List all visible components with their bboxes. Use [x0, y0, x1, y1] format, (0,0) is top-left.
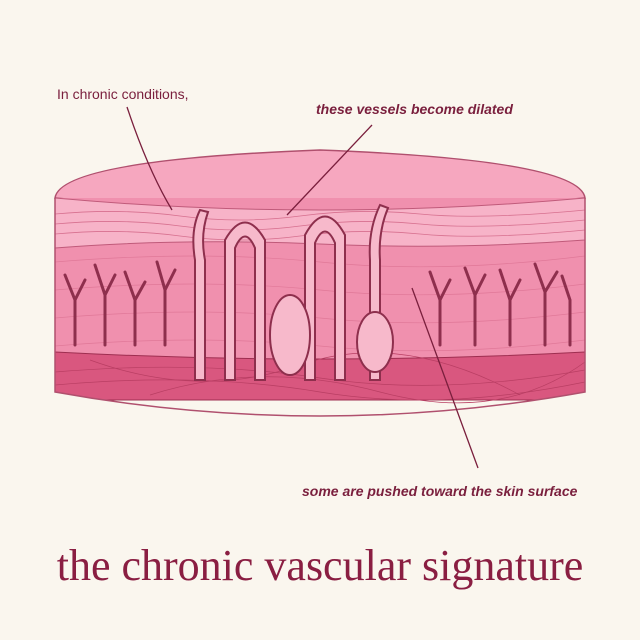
diagram-title: the chronic vascular signature — [56, 541, 584, 590]
annotation-chronic-conditions: In chronic conditions, — [57, 86, 189, 102]
leader-line-chronic — [126, 106, 173, 211]
dilated-vessel-2 — [304, 215, 346, 381]
capillaries-right — [428, 262, 572, 347]
vessel-pool-left — [269, 294, 311, 376]
deep-layer — [55, 351, 585, 401]
leader-line-pushed — [411, 287, 479, 469]
capillaries-left — [63, 260, 177, 347]
dilated-vessel-3 — [192, 208, 210, 381]
vessel-pool-right — [356, 311, 394, 373]
skin-block-outline — [54, 198, 586, 417]
dilated-vessel-1 — [224, 221, 266, 381]
annotation-vessels-dilated: these vessels become dilated — [316, 101, 513, 117]
dilated-vessels — [192, 203, 394, 381]
leader-lines — [126, 106, 479, 469]
annotation-pushed-surface: some are pushed toward the skin surface — [302, 483, 578, 499]
epidermis-texture — [55, 209, 585, 241]
leader-line-dilated — [286, 124, 373, 216]
